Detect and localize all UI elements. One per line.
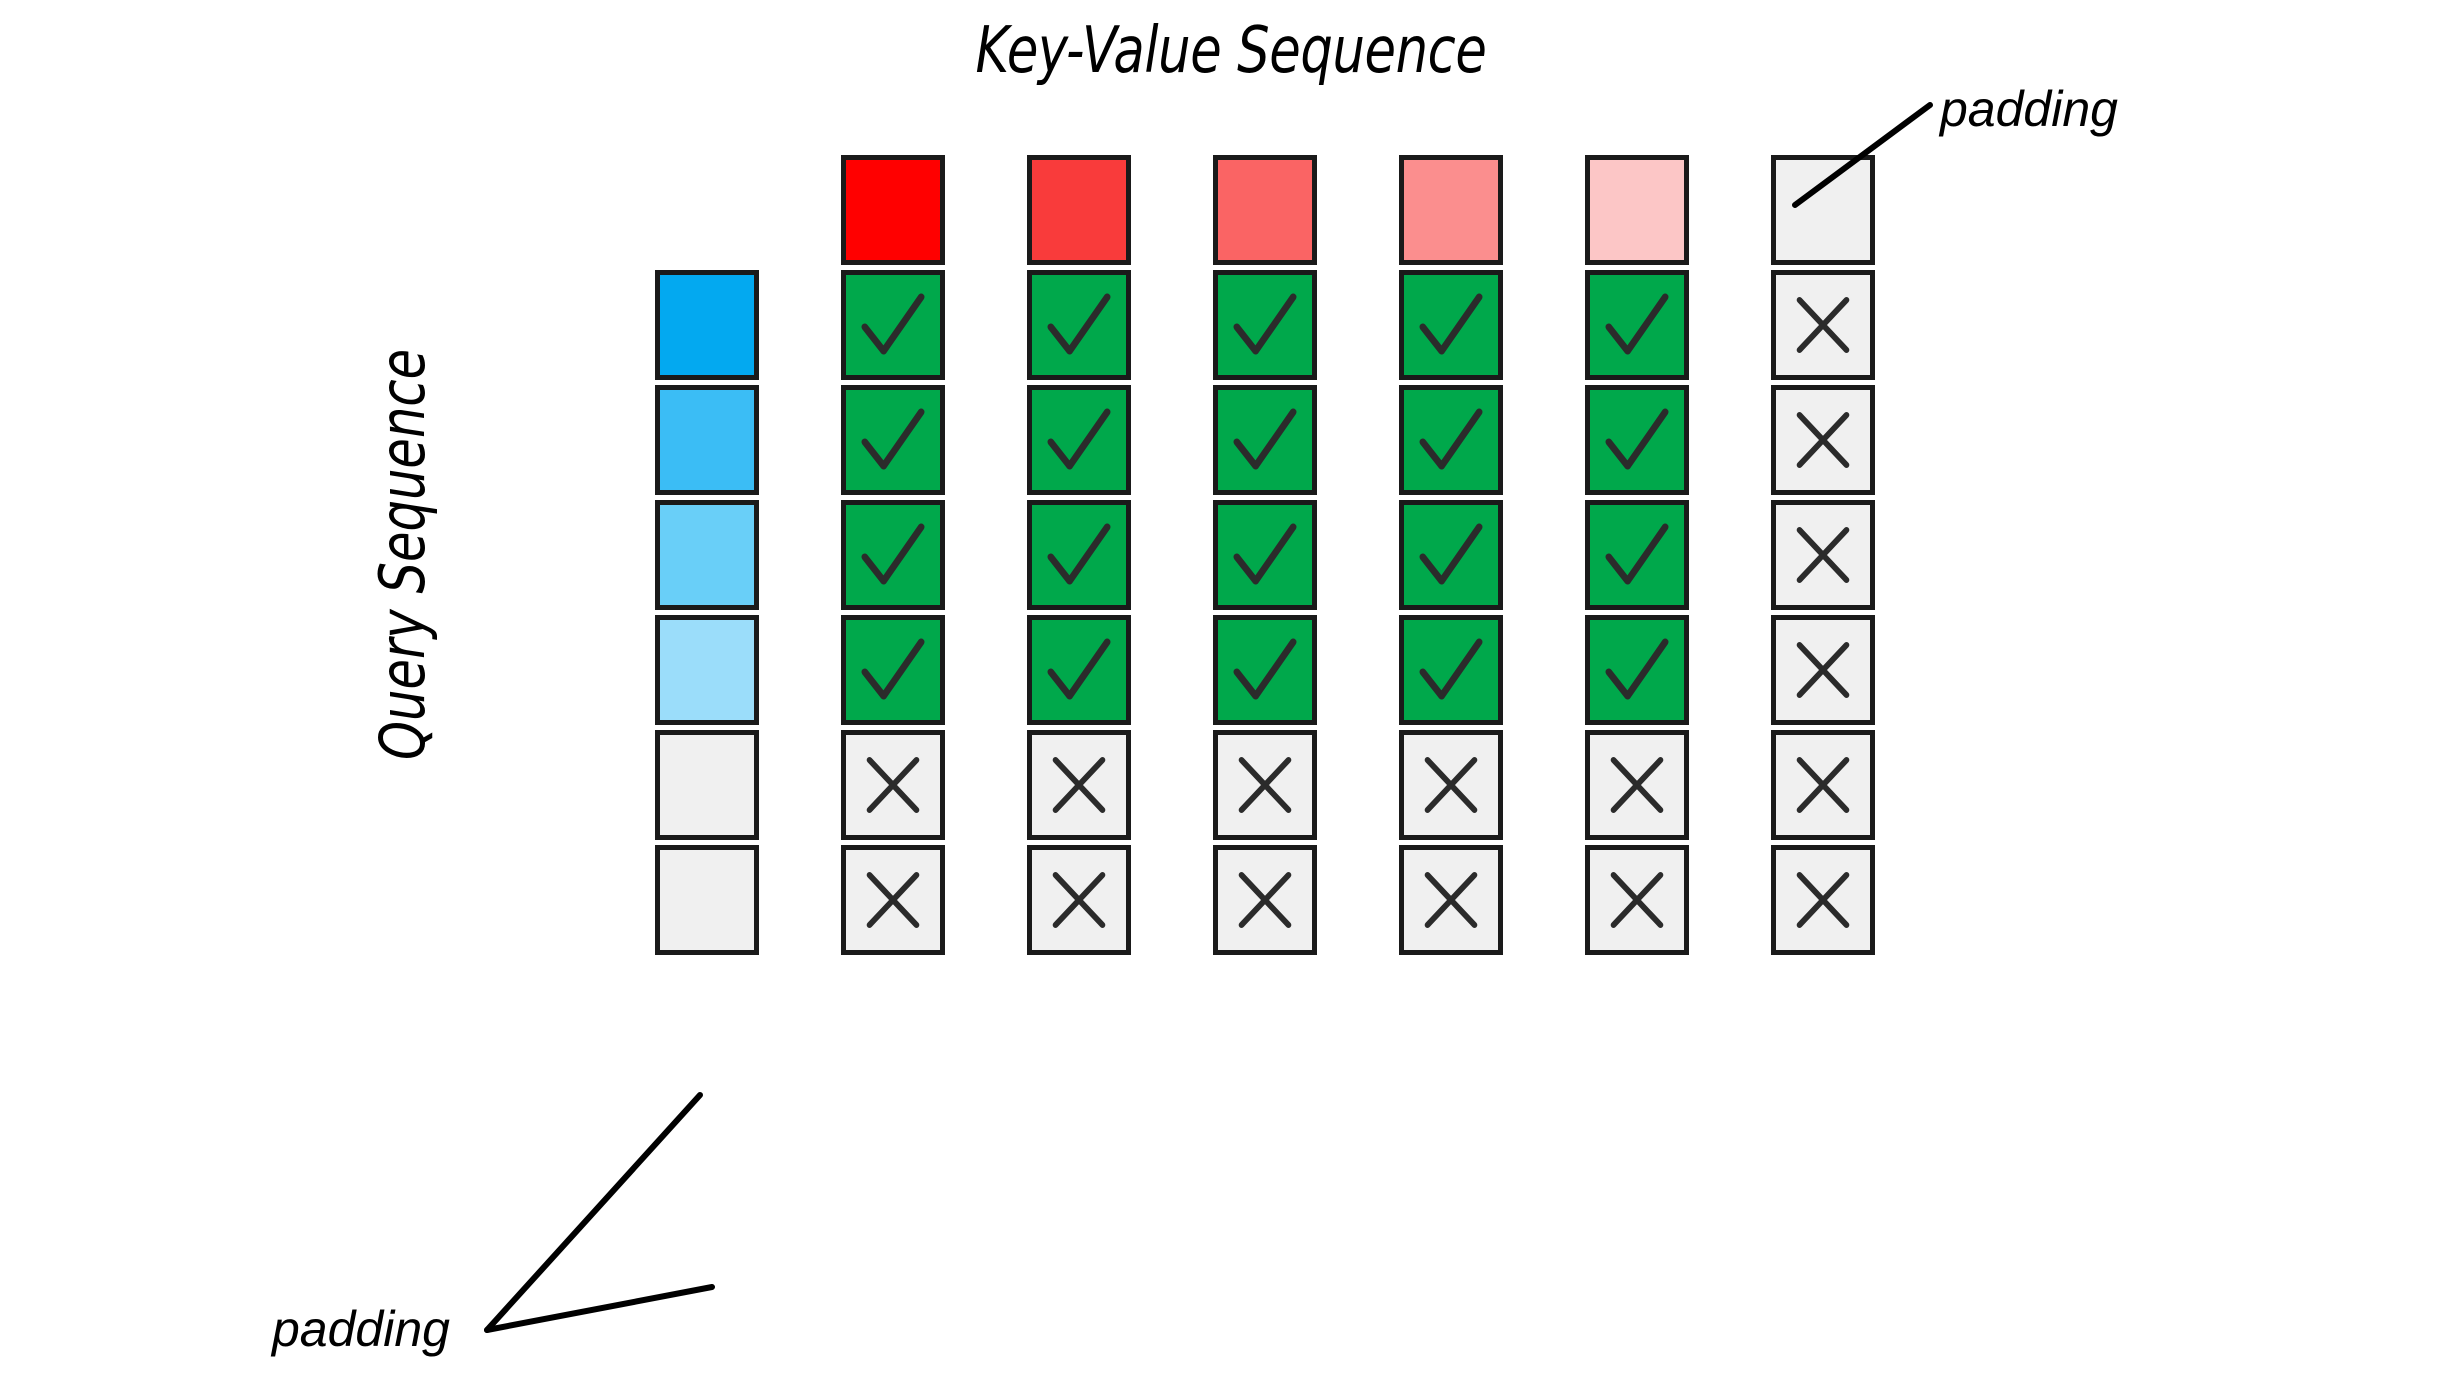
leader-line-padding-bottom-lower xyxy=(484,1284,715,1333)
cell-key-header-key-4 xyxy=(1399,155,1503,265)
cross-icon xyxy=(846,850,940,950)
cell-query-padding-2-key-3 xyxy=(1213,845,1317,955)
cross-icon xyxy=(1590,735,1684,835)
cell-query-padding-2-key-2 xyxy=(1027,845,1131,955)
check-icon xyxy=(1404,275,1498,375)
cell-query-3-key-padding xyxy=(1771,500,1875,610)
cell-query-2-query-token xyxy=(655,385,759,495)
leader-line-padding-bottom-upper xyxy=(484,1092,703,1333)
check-icon xyxy=(1590,390,1684,490)
cross-icon xyxy=(1404,850,1498,950)
cell-query-1-key-5 xyxy=(1585,270,1689,380)
cell-query-3-key-1 xyxy=(841,500,945,610)
cross-icon xyxy=(1776,735,1870,835)
cell-query-padding-1-key-4 xyxy=(1399,730,1503,840)
cell-query-4-key-2 xyxy=(1027,615,1131,725)
cell-key-header-key-1 xyxy=(841,155,945,265)
check-icon xyxy=(1032,505,1126,605)
cell-query-4-key-padding xyxy=(1771,615,1875,725)
check-icon xyxy=(846,275,940,375)
cell-query-1-query-token xyxy=(655,270,759,380)
cell-query-2-key-4 xyxy=(1399,385,1503,495)
cell-query-padding-2-key-padding xyxy=(1771,845,1875,955)
cell-query-2-key-3 xyxy=(1213,385,1317,495)
cell-query-1-key-1 xyxy=(841,270,945,380)
check-icon xyxy=(1032,390,1126,490)
check-icon xyxy=(1404,505,1498,605)
cross-icon xyxy=(1776,850,1870,950)
cross-icon xyxy=(1776,620,1870,720)
cross-icon xyxy=(1404,735,1498,835)
check-icon xyxy=(1404,620,1498,720)
check-icon xyxy=(1590,505,1684,605)
check-icon xyxy=(1218,390,1312,490)
cell-query-1-key-3 xyxy=(1213,270,1317,380)
cell-query-2-key-2 xyxy=(1027,385,1131,495)
cell-query-1-key-2 xyxy=(1027,270,1131,380)
cell-query-2-key-5 xyxy=(1585,385,1689,495)
cell-key-header-key-3 xyxy=(1213,155,1317,265)
cross-icon xyxy=(1032,735,1126,835)
check-icon xyxy=(1590,275,1684,375)
check-icon xyxy=(1404,390,1498,490)
cross-icon xyxy=(1032,850,1126,950)
cross-icon xyxy=(1776,505,1870,605)
check-icon xyxy=(1218,505,1312,605)
cell-query-4-key-1 xyxy=(841,615,945,725)
cell-query-3-query-token xyxy=(655,500,759,610)
cell-query-padding-2-key-4 xyxy=(1399,845,1503,955)
cross-icon xyxy=(1218,735,1312,835)
check-icon xyxy=(846,620,940,720)
cell-query-padding-2-key-1 xyxy=(841,845,945,955)
check-icon xyxy=(1032,275,1126,375)
cell-query-2-key-1 xyxy=(841,385,945,495)
cell-query-padding-2-key-5 xyxy=(1585,845,1689,955)
check-icon xyxy=(1032,620,1126,720)
cell-query-1-key-padding xyxy=(1771,270,1875,380)
cell-key-header-key-padding xyxy=(1771,155,1875,265)
check-icon xyxy=(1218,620,1312,720)
cell-query-padding-1-key-2 xyxy=(1027,730,1131,840)
cell-query-1-key-4 xyxy=(1399,270,1503,380)
cell-query-4-query-token xyxy=(655,615,759,725)
axis-label-query-sequence: Query Sequence xyxy=(366,348,439,760)
page-title: Key-Value Sequence xyxy=(975,14,1487,88)
cell-key-header-key-2 xyxy=(1027,155,1131,265)
cross-icon xyxy=(846,735,940,835)
cell-query-padding-1-key-3 xyxy=(1213,730,1317,840)
cell-query-3-key-4 xyxy=(1399,500,1503,610)
check-icon xyxy=(846,505,940,605)
cell-query-padding-2-query-token xyxy=(655,845,759,955)
cell-query-padding-1-query-token xyxy=(655,730,759,840)
cell-query-4-key-4 xyxy=(1399,615,1503,725)
cross-icon xyxy=(1590,850,1684,950)
cell-empty-corner xyxy=(655,155,759,265)
annotation-label-padding-top: padding xyxy=(1940,81,2118,137)
cell-query-padding-1-key-padding xyxy=(1771,730,1875,840)
cell-query-4-key-3 xyxy=(1213,615,1317,725)
check-icon xyxy=(846,390,940,490)
cell-query-padding-1-key-1 xyxy=(841,730,945,840)
annotation-label-padding-bottom: padding xyxy=(272,1301,450,1357)
check-icon xyxy=(1590,620,1684,720)
cell-query-3-key-5 xyxy=(1585,500,1689,610)
check-icon xyxy=(1218,275,1312,375)
cell-query-2-key-padding xyxy=(1771,385,1875,495)
cross-icon xyxy=(1218,850,1312,950)
cell-key-header-key-5 xyxy=(1585,155,1689,265)
cell-query-3-key-3 xyxy=(1213,500,1317,610)
cross-icon xyxy=(1776,275,1870,375)
cell-query-3-key-2 xyxy=(1027,500,1131,610)
cell-query-padding-1-key-5 xyxy=(1585,730,1689,840)
cross-icon xyxy=(1776,390,1870,490)
cell-query-4-key-5 xyxy=(1585,615,1689,725)
